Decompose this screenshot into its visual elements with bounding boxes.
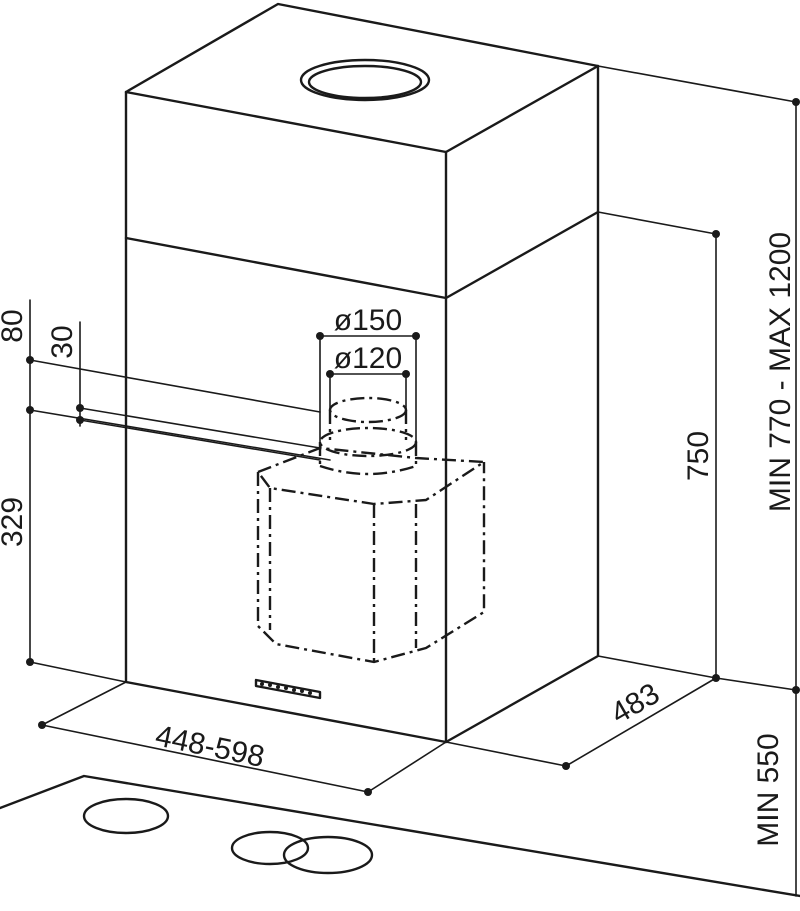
dim-750-label: 750 xyxy=(682,431,715,481)
top-exhaust-outer xyxy=(299,58,431,102)
dim-range-label: MIN 770 - MAX 1200 xyxy=(764,232,797,512)
dim-clearance-label: MIN 550 xyxy=(752,733,785,846)
top-exhaust-inner xyxy=(307,64,423,100)
dim-left-stack: 80 30 329 xyxy=(0,299,331,683)
burner-3 xyxy=(282,835,374,875)
dim-width-label: 448-598 xyxy=(153,719,267,773)
outlet-base xyxy=(319,464,417,476)
dim-height-range: MIN 770 - MAX 1200 xyxy=(597,65,800,694)
dim-outlet: ø150 ø120 xyxy=(316,304,420,443)
burner-1 xyxy=(82,797,170,835)
dim-30-label: 30 xyxy=(46,325,79,358)
dim-329-label: 329 xyxy=(0,497,29,547)
outlet-120-top xyxy=(328,396,408,424)
burner-2 xyxy=(230,830,310,866)
cooktop-edge xyxy=(0,774,800,898)
motor-housing-outline xyxy=(256,462,486,664)
motor-housing-top xyxy=(256,446,486,506)
control-panel xyxy=(254,678,322,700)
dim-height-750: 750 xyxy=(597,211,720,679)
hidden-motor xyxy=(256,396,486,664)
hood-top-face xyxy=(124,2,600,154)
dim-120-label: ø120 xyxy=(334,342,402,375)
dim-clearance: MIN 550 xyxy=(752,689,797,897)
dim-depth: 483 xyxy=(445,655,720,770)
dim-80-label: 80 xyxy=(0,309,29,342)
hood-right-face xyxy=(444,64,600,744)
chimney-joint-line xyxy=(124,210,600,300)
cooktop xyxy=(0,774,800,898)
hood-front-face xyxy=(124,90,448,744)
dim-150-label: ø150 xyxy=(334,304,402,337)
control-buttons xyxy=(260,682,312,695)
dim-depth-label: 483 xyxy=(605,677,665,731)
